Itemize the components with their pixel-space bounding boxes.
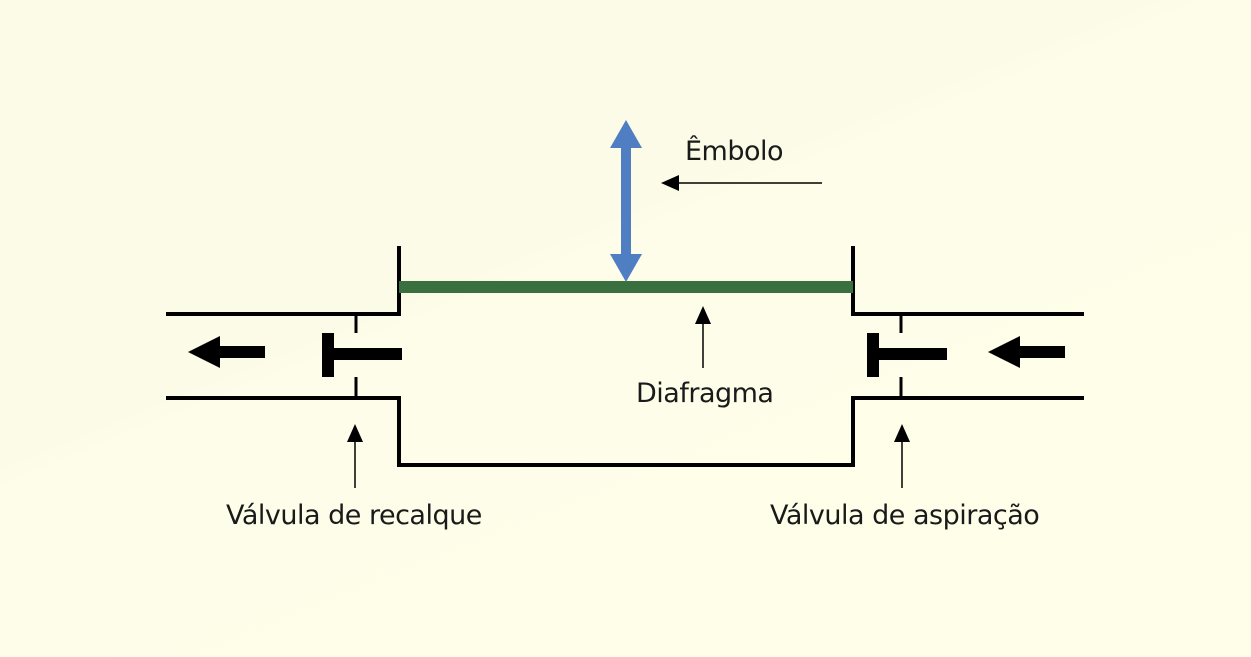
valvula-recalque-label: Válvula de recalque xyxy=(226,500,482,531)
pump-housing-outline xyxy=(166,246,1084,467)
recalque-pointer-arrow xyxy=(347,424,363,488)
inflow-arrow-right xyxy=(988,336,1065,368)
aspiracao-pointer-arrow xyxy=(894,424,910,488)
right-pipe-top-wall xyxy=(851,246,1084,316)
chamber-bottom-wall xyxy=(166,396,1084,467)
diafragma-pointer-arrow xyxy=(695,306,711,368)
outflow-arrow-left xyxy=(188,336,265,368)
valvula-aspiracao-label: Válvula de aspiração xyxy=(770,500,1040,531)
suction-valve xyxy=(867,314,947,398)
embolo-pointer-arrow xyxy=(661,175,822,191)
piston-double-arrow xyxy=(610,120,642,282)
embolo-label: Êmbolo xyxy=(685,136,784,167)
left-pipe-top-wall xyxy=(166,246,401,316)
diafragma-label: Diafragma xyxy=(636,378,774,409)
discharge-valve xyxy=(322,314,402,398)
